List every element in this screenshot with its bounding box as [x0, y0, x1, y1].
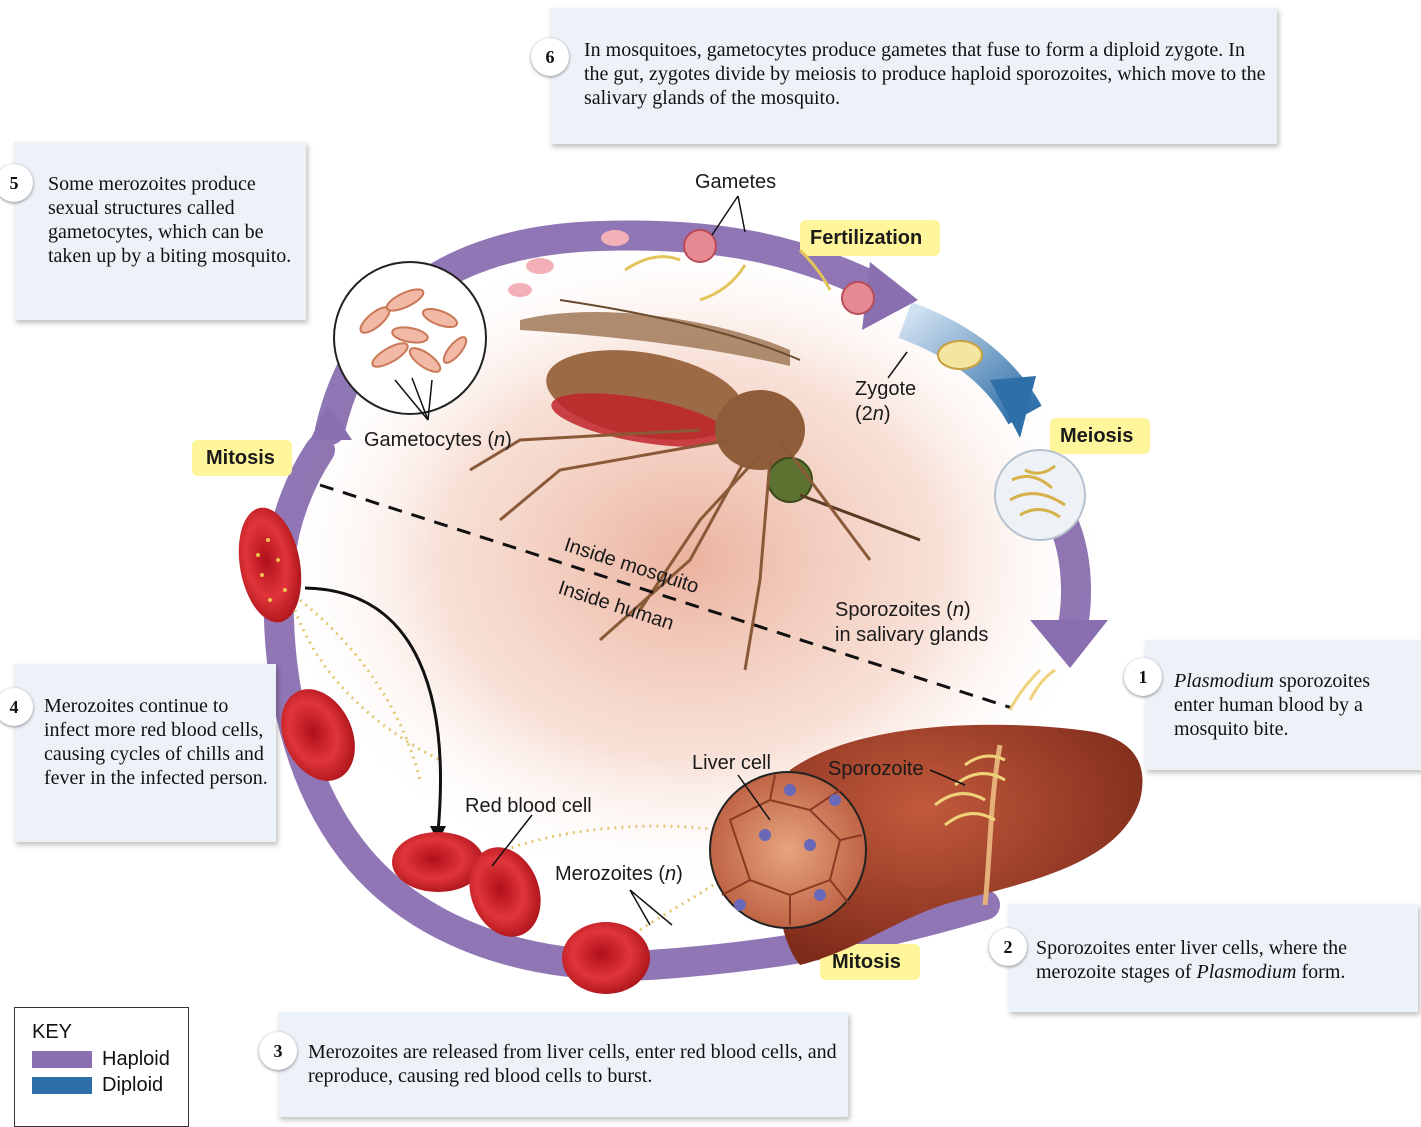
- meiosis-label: Meiosis: [1060, 425, 1133, 447]
- gametocytes-label: Gametocytes (n): [364, 429, 512, 451]
- zygote-ploidy-prefix: (2: [855, 403, 873, 425]
- sporozoite-label: Sporozoite: [828, 758, 924, 780]
- step-4-text: Merozoites continue to infect more red b…: [44, 694, 272, 790]
- zygote-ploidy-n: n: [873, 403, 884, 425]
- mitosis-label-bottom: Mitosis: [832, 951, 901, 973]
- legend-title: KEY: [32, 1021, 72, 1044]
- step-5-text: Some merozoites produce sexual structure…: [48, 172, 298, 268]
- step-2-text: Sporozoites enter liver cells, where the…: [1036, 936, 1414, 984]
- red-blood-cell-label: Red blood cell: [465, 795, 592, 817]
- merozoites-label: Merozoites (n): [555, 863, 683, 885]
- diploid-label: Diploid: [102, 1074, 163, 1097]
- step-3-number: 3: [259, 1032, 297, 1070]
- sporozoites-glands-label-line1: Sporozoites (n): [835, 599, 971, 621]
- legend-row-haploid: Haploid: [32, 1048, 170, 1071]
- step-2-number: 2: [989, 928, 1027, 966]
- gametocytes-magnifier: [334, 262, 486, 414]
- step-1-text: Plasmodium sporozoites enter human blood…: [1174, 669, 1414, 741]
- step-3-box: 3 Merozoites are released from liver cel…: [278, 1012, 848, 1117]
- liver-cell-magnifier: [710, 772, 866, 928]
- step-5-box: 5 Some merozoites produce sexual structu…: [14, 142, 306, 320]
- step-2-genus: Plasmodium: [1197, 961, 1297, 983]
- step-3-text: Merozoites are released from liver cells…: [308, 1040, 843, 1088]
- merozoites-label-n: n: [665, 863, 676, 885]
- step-1-genus: Plasmodium: [1174, 670, 1274, 692]
- step-5-number: 5: [0, 164, 33, 202]
- merozoites-label-suffix: ): [676, 863, 683, 885]
- sporozoites-label-suffix: ): [964, 599, 971, 621]
- fertilization-label: Fertilization: [810, 227, 922, 249]
- sporozoites-glands-label-line2: in salivary glands: [835, 624, 988, 646]
- merozoites-label-prefix: Merozoites (: [555, 863, 665, 885]
- sporozoites-label-n: n: [953, 599, 964, 621]
- step-1-box: 1 Plasmodium sporozoites enter human blo…: [1145, 640, 1421, 770]
- step-2-box: 2 Sporozoites enter liver cells, where t…: [1008, 904, 1418, 1012]
- haploid-label: Haploid: [102, 1048, 170, 1071]
- gametocytes-label-n: n: [494, 429, 505, 451]
- haploid-swatch: [32, 1051, 92, 1068]
- meiosis-sporozoite-sphere: [995, 450, 1085, 540]
- legend-key: KEY Haploid Diploid: [14, 1007, 189, 1127]
- mitosis-label-top: Mitosis: [206, 447, 275, 469]
- step-2-body-end: form.: [1297, 961, 1346, 983]
- zygote-label-line1: Zygote: [855, 378, 916, 400]
- step-4-box: 4 Merozoites continue to infect more red…: [14, 664, 276, 842]
- step-6-text: In mosquitoes, gametocytes produce gamet…: [584, 38, 1274, 110]
- sporozoites-label-prefix: Sporozoites (: [835, 599, 953, 621]
- zygote-cell: [938, 341, 982, 369]
- step-4-number: 4: [0, 688, 33, 726]
- gametes-label: Gametes: [695, 171, 776, 193]
- zygote-ploidy-suffix: ): [884, 403, 891, 425]
- gametocytes-label-prefix: Gametocytes (: [364, 429, 494, 451]
- gametocytes-label-suffix: ): [505, 429, 512, 451]
- step-1-number: 1: [1124, 658, 1162, 696]
- legend-row-diploid: Diploid: [32, 1074, 163, 1097]
- zygote-label-line2: (2n): [855, 403, 891, 425]
- step-6-number: 6: [531, 38, 569, 76]
- liver-cell-label: Liver cell: [692, 752, 771, 774]
- step-6-box: 6 In mosquitoes, gametocytes produce gam…: [550, 8, 1277, 144]
- diploid-swatch: [32, 1077, 92, 1094]
